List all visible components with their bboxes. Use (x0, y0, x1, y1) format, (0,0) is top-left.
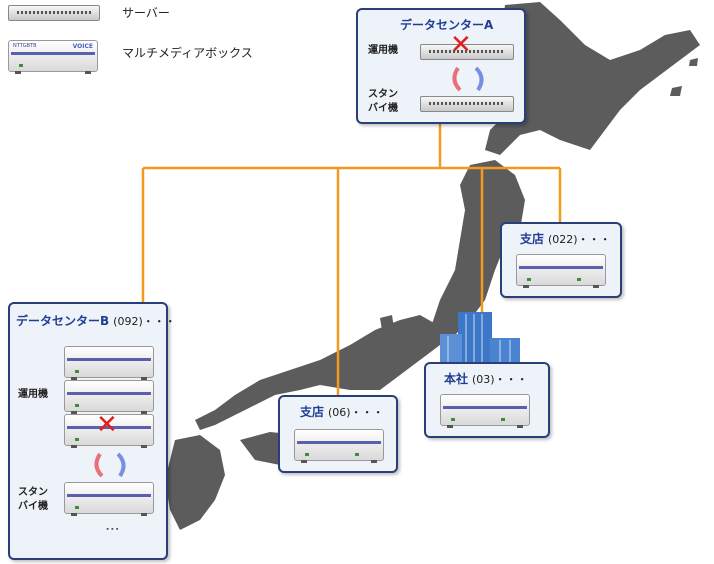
datacenter-a-active-label: 運用機 (368, 45, 398, 56)
branch-022-title: 支店(022)・・・ (520, 232, 611, 246)
datacenter-b-standby-media-box-icon (64, 482, 154, 516)
more-devices-ellipsis-icon: ⋮ (104, 522, 120, 538)
datacenter-a-title: データセンターA (400, 18, 494, 32)
legend-server-icon (8, 5, 100, 21)
headquarters-media-box-icon (440, 394, 530, 428)
branch-06-box: 支店(06)・・・ (278, 395, 398, 473)
device-brand: NTTGBTB (13, 43, 37, 49)
headquarters-title: 本社(03)・・・ (444, 372, 528, 386)
datacenter-a-box: データセンターA 運用機 ✕ スタン バイ機 (356, 8, 526, 124)
legend-media-box-label: マルチメディアボックス (122, 46, 253, 60)
headquarters-box: 本社(03)・・・ (424, 362, 550, 438)
legend-server-label: サーバー (122, 6, 170, 20)
failed-x-icon: ✕ (450, 30, 472, 60)
failover-arrows-icon (452, 66, 484, 92)
branch-06-title: 支店(06)・・・ (300, 405, 384, 419)
building-icon (440, 312, 520, 366)
datacenter-b-media-box-3-icon (64, 414, 154, 448)
datacenter-a-standby-label: スタン バイ機 (368, 89, 398, 114)
legend-media-box-icon: NTTGBTB VOICE (8, 40, 98, 74)
datacenter-b-box: データセンターB(092)・・・ 運用機 ✕ スタン バイ機 ⋮ (8, 302, 176, 560)
datacenter-a-active-server-icon (420, 44, 514, 60)
branch-022-box: 支店(022)・・・ (500, 222, 622, 298)
failover-arrows-icon (94, 452, 126, 478)
datacenter-b-media-box-2-icon (64, 380, 154, 414)
branch-06-media-box-icon (294, 429, 384, 463)
failed-x-icon: ✕ (96, 410, 118, 440)
datacenter-b-title: データセンターB(092)・・・ (16, 314, 176, 328)
datacenter-a-standby-server-icon (420, 96, 514, 112)
branch-022-media-box-icon (516, 254, 606, 288)
device-logo: VOICE (72, 43, 93, 50)
datacenter-b-media-box-1-icon (64, 346, 154, 380)
datacenter-b-active-label: 運用機 (18, 389, 48, 400)
datacenter-b-standby-label: スタン バイ機 (18, 487, 48, 512)
